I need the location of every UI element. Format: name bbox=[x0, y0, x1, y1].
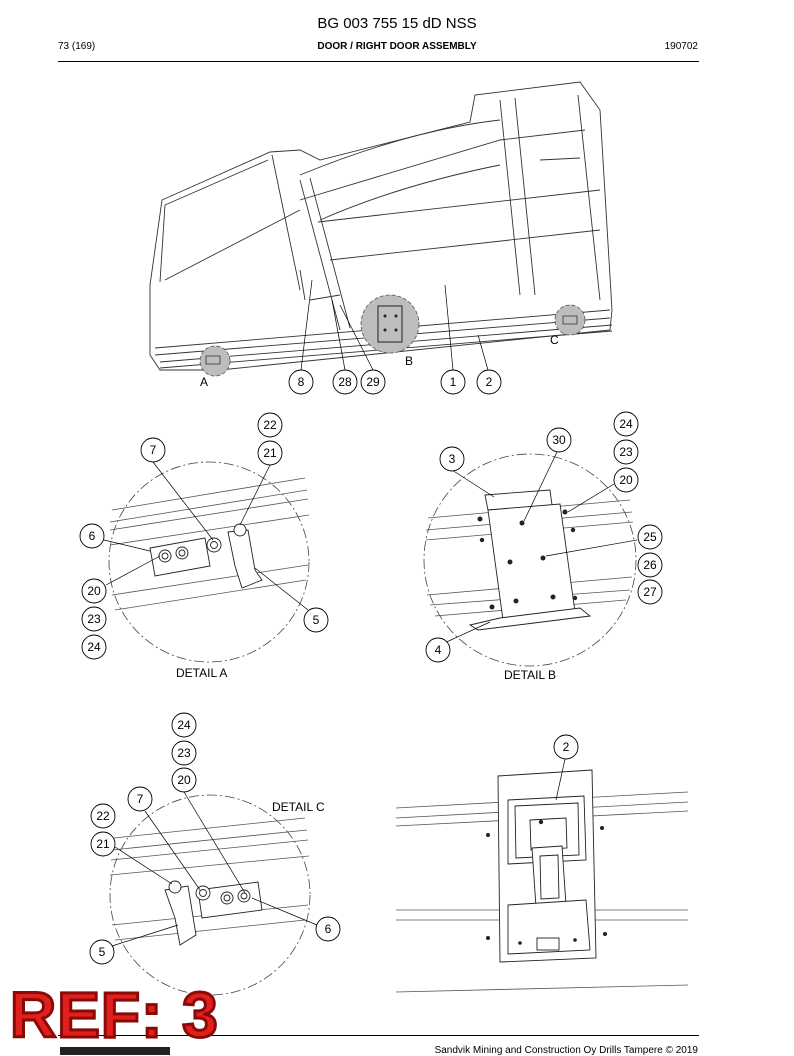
detail-c-view: DETAIL C 24 23 20 7 22 21 6 5 bbox=[89, 712, 341, 996]
document-code: 190702 bbox=[664, 41, 698, 52]
callout-6: 6 bbox=[89, 529, 96, 543]
callout-8: 8 bbox=[298, 375, 305, 389]
callout-5: 5 bbox=[313, 613, 320, 627]
callout-24c: 24 bbox=[177, 718, 191, 732]
callout-20: 20 bbox=[87, 584, 101, 598]
main-leaders bbox=[300, 279, 489, 371]
callout-27: 27 bbox=[643, 585, 657, 599]
callout-21c: 21 bbox=[96, 837, 110, 851]
section-title: DOOR / RIGHT DOOR ASSEMBLY bbox=[317, 41, 477, 52]
footer-divider bbox=[58, 1035, 699, 1036]
callout-23c: 23 bbox=[177, 746, 191, 760]
logo-plate bbox=[60, 1047, 170, 1055]
detail-letter-c: C bbox=[550, 333, 559, 347]
callout-24b: 24 bbox=[619, 417, 633, 431]
callout-24: 24 bbox=[87, 640, 101, 654]
callout-26: 26 bbox=[643, 558, 657, 572]
main-view-letters: A B C bbox=[200, 333, 559, 389]
callout-3: 3 bbox=[449, 452, 456, 466]
callout-20c: 20 bbox=[177, 773, 191, 787]
callout-5c: 5 bbox=[99, 945, 106, 959]
callout-1: 1 bbox=[450, 375, 457, 389]
callout-21: 21 bbox=[263, 446, 277, 460]
header-divider bbox=[58, 61, 699, 62]
callout-28: 28 bbox=[338, 375, 352, 389]
document-title: BG 003 755 15 dD NSS bbox=[317, 15, 477, 32]
detail-letter-b: B bbox=[405, 354, 413, 368]
callout-4: 4 bbox=[435, 643, 442, 657]
page-number: 73 (169) bbox=[58, 41, 96, 52]
detail-a-view: DETAIL A 22 21 7 6 20 23 24 5 bbox=[79, 412, 329, 680]
part-2-view: 2 bbox=[395, 734, 689, 993]
callout-22c: 22 bbox=[96, 809, 110, 823]
callout-23b: 23 bbox=[619, 445, 633, 459]
callout-2-detail: 2 bbox=[563, 740, 570, 754]
callout-30: 30 bbox=[552, 433, 566, 447]
callout-7c: 7 bbox=[137, 792, 144, 806]
callout-29: 29 bbox=[366, 375, 380, 389]
detail-a-caption: DETAIL A bbox=[176, 666, 227, 680]
callout-25: 25 bbox=[643, 530, 657, 544]
callout-7: 7 bbox=[150, 443, 157, 457]
copyright-text: Sandvik Mining and Construction Oy Drill… bbox=[434, 1045, 698, 1056]
detail-b-view: DETAIL B 24 23 20 30 3 25 26 27 4 bbox=[423, 411, 663, 682]
main-view-callouts: 8 28 29 1 2 bbox=[288, 369, 502, 395]
callout-23: 23 bbox=[87, 612, 101, 626]
callout-6c: 6 bbox=[325, 922, 332, 936]
callout-22: 22 bbox=[263, 418, 277, 432]
detail-letter-a: A bbox=[200, 375, 208, 389]
detail-b-caption: DETAIL B bbox=[504, 668, 556, 682]
callout-2: 2 bbox=[486, 375, 493, 389]
detail-c-caption: DETAIL C bbox=[272, 800, 325, 814]
callout-20b: 20 bbox=[619, 473, 633, 487]
ref-stamp: REF: 3 bbox=[9, 979, 220, 1051]
detail-markers bbox=[199, 294, 586, 377]
